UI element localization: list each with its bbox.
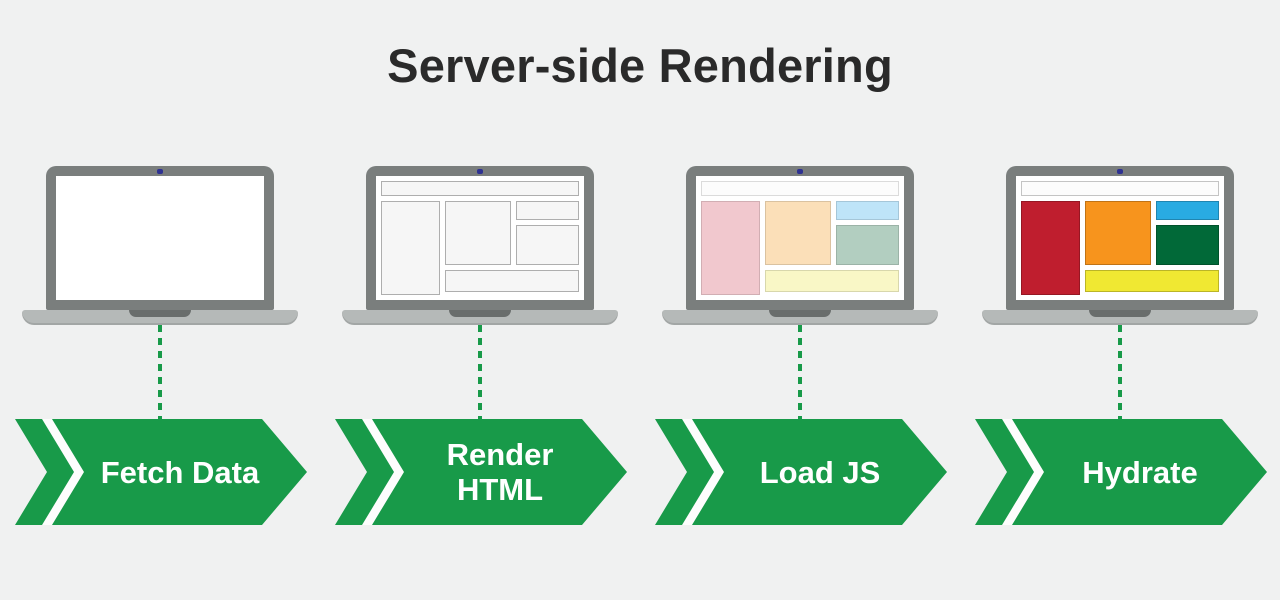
laptop-screen-bezel: [366, 166, 594, 311]
arrow-body: [372, 419, 627, 526]
arrow-body: [52, 419, 307, 526]
laptop-solid: [982, 166, 1258, 326]
mock-banner: [765, 270, 899, 293]
laptop-base-notch: [449, 310, 511, 318]
laptop-screen-wireframe: [376, 176, 584, 301]
mock-right-area: [445, 201, 579, 295]
step-arrow-hydrate: Hydrate: [973, 419, 1267, 526]
mock-content: [381, 201, 579, 296]
mock-main-block: [445, 201, 512, 266]
arrow-gap-stripe: [42, 419, 84, 526]
chevron-arrow-icon: [335, 419, 627, 526]
dashed-connector: [478, 325, 482, 420]
laptop-base: [982, 310, 1258, 326]
webcam-icon: [157, 169, 163, 175]
arrow-leading-chevron: [15, 419, 74, 526]
laptop-screen-blank: [56, 176, 264, 301]
arrow-leading-chevron: [975, 419, 1034, 526]
laptop-screen-bezel: [686, 166, 914, 311]
mock-widget-mid: [1156, 224, 1219, 266]
mock-widget-top: [516, 201, 579, 220]
page-title: Server-side Rendering: [387, 39, 893, 92]
mock-widget-column: [836, 201, 899, 266]
mock-top-row: [765, 201, 899, 266]
step-arrow-load-js: Load JS: [653, 419, 947, 526]
chevron-arrow-icon: [15, 419, 307, 526]
mock-widget-column: [1156, 201, 1219, 266]
mock-right-area: [1085, 201, 1219, 295]
laptop-screen-pastel: [696, 176, 904, 301]
diagram-canvas: { "title": "Server-side Rendering", "the…: [0, 38, 1280, 600]
laptop-wireframe: [342, 166, 618, 326]
arrow-body: [1012, 419, 1267, 526]
mock-sidebar: [1021, 201, 1081, 296]
mock-banner: [1085, 270, 1219, 293]
webcam-icon: [1117, 169, 1123, 175]
laptop-screen-bezel: [46, 166, 274, 311]
step-arrow-fetch-data: Fetch Data: [13, 419, 307, 526]
laptop-base: [662, 310, 938, 326]
step-column-hydrate: Hydrate: [960, 166, 1280, 526]
mock-widget-column: [516, 201, 579, 266]
webcam-icon: [797, 169, 803, 175]
mock-top-row: [1085, 201, 1219, 266]
step-column-fetch-data: Fetch Data: [0, 166, 320, 526]
mock-sidebar: [701, 201, 761, 296]
step-label: Hydrate: [1082, 454, 1198, 490]
mock-header: [1021, 181, 1219, 197]
mock-header: [701, 181, 899, 197]
arrow-gap-stripe: [362, 419, 404, 526]
step-label: Load JS: [759, 454, 881, 490]
step-column-render-html: Render HTML: [320, 166, 640, 526]
webcam-icon: [477, 169, 483, 175]
mock-widget-top: [836, 201, 899, 220]
chevron-arrow-icon: [655, 419, 947, 526]
step-label: Fetch Data: [100, 454, 260, 490]
mock-main-block: [765, 201, 832, 266]
dashed-connector: [798, 325, 802, 420]
laptop-blank: [22, 166, 298, 326]
laptop-base-notch: [769, 310, 831, 318]
laptop-screen-bezel: [1006, 166, 1234, 311]
laptop-base-notch: [1089, 310, 1151, 318]
arrow-leading-chevron: [335, 419, 394, 526]
arrow-body: [692, 419, 947, 526]
mock-main-block: [1085, 201, 1152, 266]
mock-right-area: [765, 201, 899, 295]
mock-widget-top: [1156, 201, 1219, 220]
chevron-arrow-icon: [975, 419, 1267, 526]
step-arrow-render-html: Render HTML: [333, 419, 627, 526]
mock-banner: [445, 270, 579, 293]
dashed-connector: [158, 325, 162, 420]
mock-sidebar: [381, 201, 441, 296]
mock-top-row: [445, 201, 579, 266]
laptop-screen-solid: [1016, 176, 1224, 301]
laptop-base-notch: [129, 310, 191, 318]
mock-header: [381, 181, 579, 197]
mock-content: [1021, 201, 1219, 296]
laptop-pastel: [662, 166, 938, 326]
mock-widget-mid: [836, 224, 899, 266]
step-column-load-js: Load JS: [640, 166, 960, 526]
mock-widget-mid: [516, 224, 579, 266]
arrow-leading-chevron: [655, 419, 714, 526]
steps-row: Fetch Data: [0, 166, 1280, 526]
step-label: Render HTML: [446, 437, 554, 508]
laptop-base: [342, 310, 618, 326]
arrow-gap-stripe: [682, 419, 724, 526]
arrow-gap-stripe: [1002, 419, 1044, 526]
mock-content: [701, 201, 899, 296]
laptop-base: [22, 310, 298, 326]
dashed-connector: [1118, 325, 1122, 420]
